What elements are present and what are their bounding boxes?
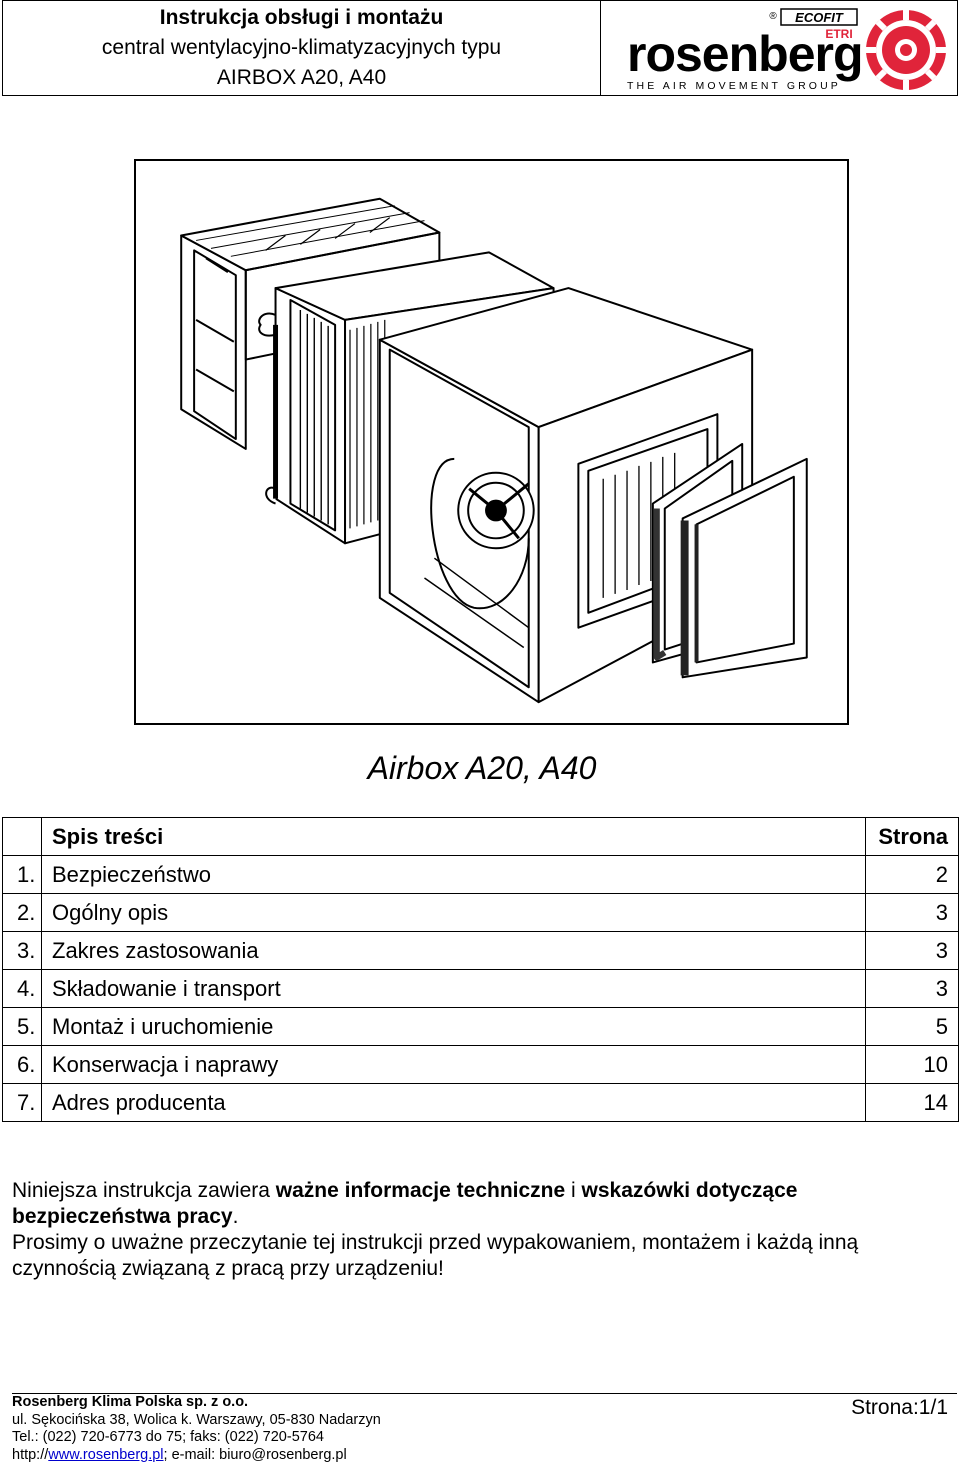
toc-item-page: 5: [865, 1007, 959, 1046]
footer-email: ; e-mail: biuro@rosenberg.pl: [163, 1446, 347, 1463]
toc-item-label: Zakres zastosowania: [41, 931, 866, 970]
toc-row: 6. Konserwacja i naprawy 10: [2, 1045, 959, 1084]
toc-item-num: 3.: [2, 931, 42, 970]
brand-wordmark: rosenberg: [627, 26, 863, 82]
table-of-contents: Spis treści Strona 1. Bezpieczeństwo 2 2…: [2, 817, 959, 1122]
website-link[interactable]: www.rosenberg.pl: [48, 1446, 164, 1463]
toc-item-label: Adres producenta: [41, 1083, 866, 1122]
page-header: Instrukcja obsługi i montażu central wen…: [2, 0, 958, 96]
toc-row: 7. Adres producenta 14: [2, 1083, 959, 1122]
toc-item-num: 1.: [2, 855, 42, 894]
toc-item-num: 5.: [2, 1007, 42, 1046]
rosenberg-logo: ECOFIT ® ETRI rosenberg THE AIR MOVEMENT…: [601, 1, 957, 95]
toc-item-num: 2.: [2, 893, 42, 932]
notice-bold-text: ważne informacje techniczne: [275, 1179, 566, 1202]
toc-row: 5. Montaż i uruchomienie 5: [2, 1007, 959, 1046]
footer-phone: Tel.: (022) 720-6773 do 75; faks: (022) …: [12, 1429, 324, 1445]
toc-header-num: [2, 817, 42, 856]
notice-text: i: [565, 1179, 582, 1202]
footer-web-email: http://www.rosenberg.pl; e-mail: biuro@r…: [12, 1447, 381, 1465]
footer-web-prefix: http://: [12, 1446, 49, 1463]
air-handling-unit-illustration: [180, 197, 808, 704]
etri-text: ETRI: [825, 27, 852, 41]
filter-module: [180, 197, 441, 450]
footer-divider: [12, 1393, 957, 1394]
notice-text: .: [232, 1205, 239, 1228]
toc-header-label: Spis treści: [41, 817, 866, 856]
header-title-block: Instrukcja obsługi i montażu central wen…: [3, 1, 601, 95]
toc-item-page: 10: [865, 1045, 959, 1084]
toc-row: 4. Składowanie i transport 3: [2, 969, 959, 1008]
product-title-text: Airbox A20, A40: [367, 750, 597, 786]
brand-tagline: THE AIR MOVEMENT GROUP: [627, 80, 841, 92]
notice-text: Niniejsza instrukcja zawiera: [12, 1179, 276, 1202]
footer-address: ul. Sękocińska 38, Wolica k. Warszawy, 0…: [12, 1411, 381, 1428]
page-number: Strona:1/1: [851, 1396, 948, 1419]
toc-item-label: Konserwacja i naprawy: [41, 1045, 866, 1084]
toc-header-page: Strona: [865, 817, 959, 856]
toc-item-num: 6.: [2, 1045, 42, 1084]
product-title: Airbox A20, A40: [0, 750, 960, 787]
toc-item-page: 3: [865, 969, 959, 1008]
toc-row: 3. Zakres zastosowania 3: [2, 931, 959, 970]
toc-item-page: 3: [865, 931, 959, 970]
toc-item-label: Składowanie i transport: [41, 969, 866, 1008]
notice-bold-text: wskazówki dotyczące bezpieczeństwa pracy: [12, 1179, 798, 1228]
notice-paragraph-1: Niniejsza instrukcja zawiera ważne infor…: [12, 1178, 947, 1230]
airbox-unit-drawing: [134, 159, 849, 725]
header-title-line1: Instrukcja obsługi i montażu: [159, 6, 444, 29]
page-footer: Rosenberg Klima Polska sp. z o.o. ul. Sę…: [12, 1394, 381, 1464]
notice-paragraph-2: Prosimy o uważne przeczytanie tej instru…: [12, 1231, 859, 1280]
toc-row: 2. Ogólny opis 3: [2, 893, 959, 932]
ecofit-badge: ECOFIT ® ETRI: [769, 8, 858, 41]
rosenberg-logo-graphic: ECOFIT ® ETRI rosenberg THE AIR MOVEMENT…: [627, 8, 946, 92]
toc-item-page: 14: [865, 1083, 959, 1122]
toc-header-row: Spis treści Strona: [2, 817, 959, 856]
footer-company: Rosenberg Klima Polska sp. z o.o.: [12, 1394, 249, 1410]
toc-item-label: Montaż i uruchomienie: [41, 1007, 866, 1046]
toc-item-num: 7.: [2, 1083, 42, 1122]
safety-notice: Niniejsza instrukcja zawiera ważne infor…: [12, 1178, 947, 1282]
header-title-line2: central wentylacyjno-klimatyzacyjnych ty…: [101, 36, 502, 59]
toc-item-page: 3: [865, 893, 959, 932]
front-flange-frame: [680, 457, 808, 679]
toc-row: 1. Bezpieczeństwo 2: [2, 855, 959, 894]
toc-item-label: Bezpieczeństwo: [41, 855, 866, 894]
header-title-line3: AIRBOX A20, A40: [216, 66, 387, 89]
toc-item-num: 4.: [2, 969, 42, 1008]
registered-mark: ®: [769, 11, 777, 22]
wheel-emblem-icon: [866, 10, 946, 90]
ecofit-text: ECOFIT: [795, 10, 844, 25]
toc-item-page: 2: [865, 855, 959, 894]
toc-item-label: Ogólny opis: [41, 893, 866, 932]
